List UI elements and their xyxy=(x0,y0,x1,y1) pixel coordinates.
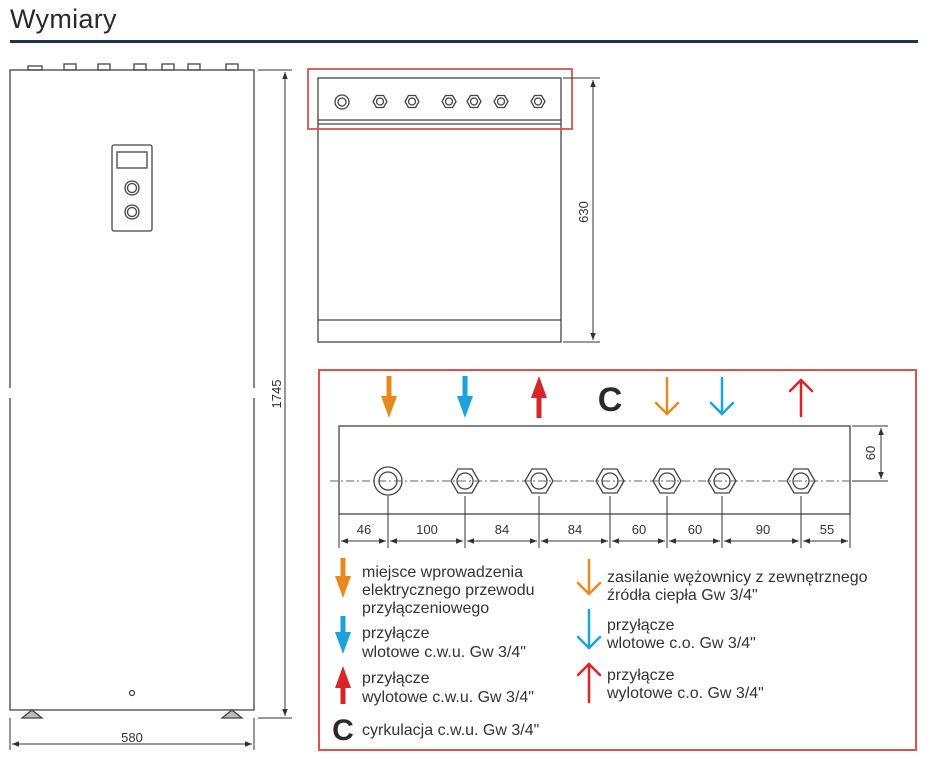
connection-symbols-row: C xyxy=(381,376,814,419)
legend-text: przyłączeniowego xyxy=(362,600,489,617)
plate-height-label: 60 xyxy=(863,446,878,460)
legend-item-ch-outlet: przyłącze wylotowe c.o. Gw 3/4" xyxy=(576,662,764,704)
legend: miejsce wprowadzenia elektrycznego przew… xyxy=(332,558,868,747)
legend-text: przyłącze xyxy=(362,625,430,642)
spacing-label: 46 xyxy=(357,522,371,537)
front-top-fittings xyxy=(63,63,239,71)
legend-text: wlotowe c.o. Gw 3/4" xyxy=(606,635,756,652)
c-letter-icon: C xyxy=(332,714,354,747)
fitting-1 xyxy=(450,468,480,494)
control-knob-1 xyxy=(124,180,140,196)
top-connections-highlight xyxy=(307,68,573,130)
plate-fittings xyxy=(373,466,816,496)
legend-text: cyrkulacja c.w.u. Gw 3/4" xyxy=(362,722,539,739)
legend-text: przyłącze xyxy=(607,617,675,634)
legend-text: elektrycznego przewodu xyxy=(362,582,535,599)
red-outline-up-arrow-icon xyxy=(788,378,814,418)
fitting-6 xyxy=(786,468,816,494)
spacing-label: 90 xyxy=(756,522,770,537)
control-knob-2 xyxy=(124,204,140,220)
legend-text: źródła ciepła Gw 3/4" xyxy=(607,587,758,604)
legend-text: wlotowe c.w.u. Gw 3/4" xyxy=(361,644,526,661)
title-underline xyxy=(10,40,918,43)
legend-item-dhw-inlet: przyłącze wlotowe c.w.u. Gw 3/4" xyxy=(335,616,526,661)
fitting-3 xyxy=(595,468,625,494)
legend-text: miejsce wprowadzenia xyxy=(362,564,523,581)
unit-top-body xyxy=(317,77,562,343)
spacing-labels: 46 100 84 84 60 60 90 55 xyxy=(357,522,834,537)
blue-outline-down-arrow-icon xyxy=(709,376,735,416)
red-up-arrow-icon xyxy=(531,376,547,418)
blue-down-arrow-icon xyxy=(335,616,351,654)
front-cable-entry xyxy=(27,65,43,71)
top-view-fittings xyxy=(334,94,546,110)
spacing-label: 84 xyxy=(568,522,582,537)
blue-outline-down-arrow-icon xyxy=(576,608,602,650)
connection-plate xyxy=(338,425,851,515)
page-title: Wymiary xyxy=(10,4,117,34)
legend-item-coil-supply: zasilanie wężownicy z zewnętrznego źródł… xyxy=(576,558,868,604)
spacing-dimension-lines xyxy=(338,496,851,548)
spacing-label: 84 xyxy=(495,522,509,537)
control-panel xyxy=(111,144,153,232)
legend-text: wylotowe c.o. Gw 3/4" xyxy=(606,685,764,702)
spacing-label: 60 xyxy=(632,522,646,537)
red-outline-up-arrow-icon xyxy=(576,662,602,704)
height-dimension-label: 1745 xyxy=(269,380,284,409)
circulation-c-icon: C xyxy=(598,381,623,419)
fitting-5 xyxy=(707,468,737,494)
spacing-label: 100 xyxy=(416,522,438,537)
orange-down-arrow-icon xyxy=(335,558,351,598)
cable-gland xyxy=(373,466,403,496)
fitting-2 xyxy=(524,468,554,494)
legend-item-cable-entry: miejsce wprowadzenia elektrycznego przew… xyxy=(335,558,535,617)
fitting-4 xyxy=(652,468,682,494)
connection-detail-frame xyxy=(318,369,917,751)
orange-outline-down-arrow-icon xyxy=(654,376,680,416)
legend-text: zasilanie wężownicy z zewnętrznego xyxy=(607,569,868,586)
legend-item-circulation: C cyrkulacja c.w.u. Gw 3/4" xyxy=(332,714,539,747)
legend-text: wylotowe c.w.u. Gw 3/4" xyxy=(361,689,534,706)
width-dimension-label: 580 xyxy=(121,730,143,745)
blue-down-arrow-icon xyxy=(457,376,473,418)
top-view xyxy=(317,77,562,343)
legend-text: przyłącze xyxy=(607,667,675,684)
legend-text: przyłącze xyxy=(362,670,430,687)
spacing-label: 55 xyxy=(820,522,834,537)
depth-dimension-label: 630 xyxy=(576,201,591,223)
legend-item-ch-inlet: przyłącze wlotowe c.o. Gw 3/4" xyxy=(576,608,756,652)
unit-front-body xyxy=(9,69,255,711)
spacing-label: 60 xyxy=(688,522,702,537)
orange-outline-down-arrow-icon xyxy=(576,558,602,596)
drain-point xyxy=(128,689,136,697)
red-up-arrow-icon xyxy=(335,666,351,704)
orange-down-arrow-icon xyxy=(381,376,397,418)
control-display xyxy=(116,151,148,169)
foot-left xyxy=(20,709,44,719)
legend-item-dhw-outlet: przyłącze wylotowe c.w.u. Gw 3/4" xyxy=(335,666,534,706)
front-view xyxy=(8,63,256,719)
foot-right xyxy=(220,709,244,719)
